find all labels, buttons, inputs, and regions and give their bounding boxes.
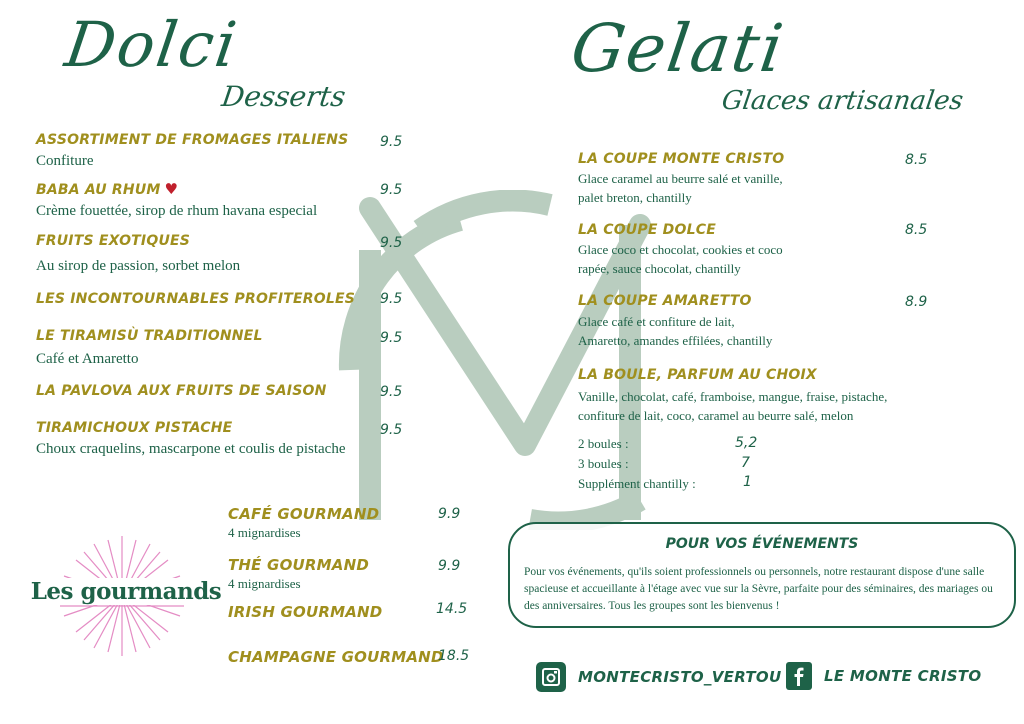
item-desc: Choux craquelins, mascarpone et coulis d… <box>36 441 346 457</box>
menu-item: Fruits exotiques Au sirop de passion, so… <box>36 233 240 276</box>
menu-item: La pavlova aux fruits de saison <box>36 383 327 399</box>
item-price: 8.5 <box>905 152 928 168</box>
boule-price: 7 <box>741 455 750 471</box>
facebook-page-name[interactable]: Le Monte Cristo <box>824 667 982 685</box>
item-price: 9.5 <box>380 291 403 307</box>
boule-price: 1 <box>743 474 752 490</box>
item-name: Baba au rhum <box>36 182 161 198</box>
item-desc: Café et Amaretto <box>36 351 139 367</box>
item-price: 9.5 <box>380 422 403 438</box>
desserts-subtitle: Desserts <box>219 80 348 113</box>
menu-item: Café gourmand 4 mignardises <box>228 505 379 542</box>
item-desc: Vanille, chocolat, café, framboise, mang… <box>578 389 888 404</box>
item-desc: Glace caramel au beurre salé et vanille, <box>578 171 783 186</box>
item-name: Thé gourmand <box>228 556 369 574</box>
item-desc: palet breton, chantilly <box>578 190 692 205</box>
item-price: 8.9 <box>905 294 928 310</box>
boule-label: 3 boules : <box>578 456 629 471</box>
item-desc: Amaretto, amandes effilées, chantilly <box>578 333 773 348</box>
item-name: Champagne gourmand <box>228 648 444 666</box>
events-title: Pour vos événements <box>665 536 859 552</box>
menu-item: La coupe Amaretto Glace café et confitur… <box>578 293 772 350</box>
item-name: La coupe Amaretto <box>578 293 752 309</box>
boule-label: Supplément chantilly : <box>578 476 696 491</box>
item-price: 9.5 <box>380 384 403 400</box>
boule-price: 5,2 <box>735 435 758 451</box>
item-desc: Glace coco et chocolat, cookies et coco <box>578 242 783 257</box>
item-price: 9.9 <box>438 558 461 574</box>
item-name: Les incontournables profiteroles <box>36 291 356 307</box>
item-price: 18.5 <box>438 648 470 664</box>
glaces-subtitle: Glaces artisanales <box>719 86 966 116</box>
item-desc: 4 mignardises <box>228 576 301 591</box>
instagram-icon <box>536 662 566 692</box>
heart-icon: ♥ <box>164 180 179 198</box>
item-name: La coupe Monte Cristo <box>578 151 785 167</box>
item-desc: Confiture <box>36 153 94 169</box>
menu-item: Assortiment de fromages italiens Confitu… <box>36 132 348 171</box>
item-price: 14.5 <box>436 601 468 617</box>
item-desc: rapée, sauce chocolat, chantilly <box>578 261 741 276</box>
events-text: Pour vos événements, qu'ils soient profe… <box>524 566 993 612</box>
facebook-icon <box>786 662 812 690</box>
item-price: 9.9 <box>438 506 461 522</box>
facebook-link[interactable]: Le Monte Cristo <box>786 662 981 690</box>
menu-item: Champagne gourmand <box>228 648 444 666</box>
item-name: Irish gourmand <box>228 603 383 621</box>
menu-item: La coupe Monte Cristo Glace caramel au b… <box>578 151 784 207</box>
item-desc: Crème fouettée, sirop de rhum havana esp… <box>36 203 318 219</box>
menu-item: Le tiramisù traditionnel Café et Amarett… <box>36 328 263 369</box>
dolci-title: Dolci <box>60 8 243 81</box>
item-name: La coupe Dolce <box>578 222 716 238</box>
item-name: Fruits exotiques <box>36 233 191 249</box>
events-box: Pour vos événements Pour vos événements,… <box>508 522 1016 628</box>
item-price: 9.5 <box>380 235 403 251</box>
gelati-title: Gelati <box>566 10 790 87</box>
item-price: 9.5 <box>380 330 403 346</box>
menu-item: Thé gourmand 4 mignardises <box>228 556 369 593</box>
item-desc: Glace café et confiture de lait, <box>578 314 735 329</box>
menu-item: Les incontournables profiteroles <box>36 291 355 307</box>
item-price: 9.5 <box>380 182 403 198</box>
item-desc: Au sirop de passion, sorbet melon <box>36 258 241 274</box>
boule-label: 2 boules : <box>578 436 629 451</box>
menu-item: Irish gourmand <box>228 603 382 621</box>
item-price: 9.5 <box>380 134 403 150</box>
instagram-link[interactable]: montecristo_vertou <box>536 662 781 692</box>
item-name: La boule, parfum au choix <box>578 367 817 383</box>
item-price: 8.5 <box>905 222 928 238</box>
item-name: Le tiramisù traditionnel <box>36 328 263 344</box>
watermark-monogram-icon <box>338 190 651 530</box>
instagram-handle[interactable]: montecristo_vertou <box>578 668 782 686</box>
menu-item: Tiramichoux pistache Choux craquelins, m… <box>36 420 346 459</box>
item-name: Tiramichoux pistache <box>36 420 233 436</box>
menu-item: Baba au rhum♥ Crème fouettée, sirop de r… <box>36 180 317 221</box>
menu-item: La coupe Dolce Glace coco et chocolat, c… <box>578 222 783 278</box>
item-name: Café gourmand <box>228 505 380 523</box>
menu-item: La boule, parfum au choix Vanille, choco… <box>578 367 887 425</box>
item-desc: confiture de lait, coco, caramel au beur… <box>578 408 854 423</box>
les-gourmands-logo: Les gourmands <box>24 534 224 658</box>
item-name: Assortiment de fromages italiens <box>36 132 349 148</box>
item-desc: 4 mignardises <box>228 525 301 540</box>
logo-text: Les gourmands <box>28 578 224 605</box>
item-name: La pavlova aux fruits de saison <box>36 383 327 399</box>
